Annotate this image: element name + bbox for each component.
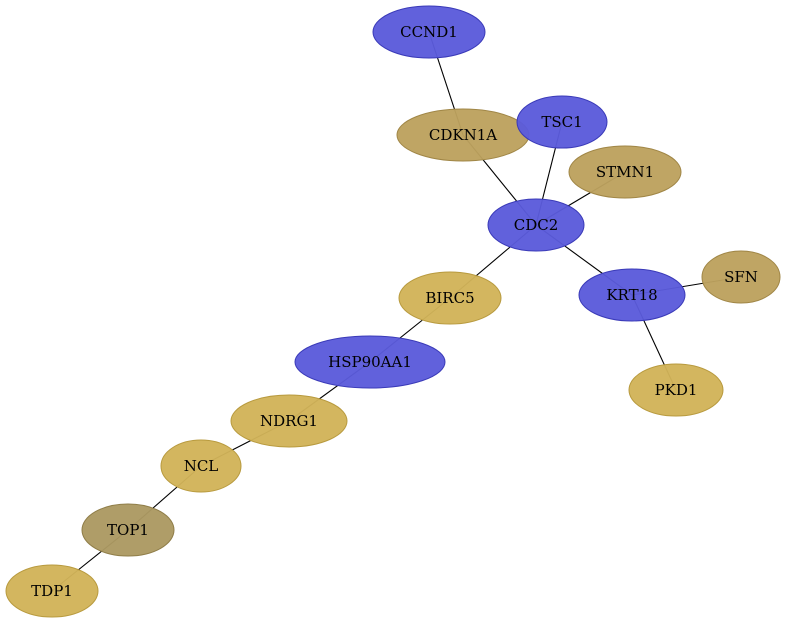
node-label-pkd1: PKD1 (655, 381, 698, 399)
node-shape-ndrg1[interactable] (230, 394, 348, 448)
node-label-birc5: BIRC5 (425, 289, 474, 307)
node-shape-birc5[interactable] (398, 271, 502, 325)
node-label-tsc1: TSC1 (541, 113, 582, 131)
node-shape-ncl[interactable] (160, 439, 242, 493)
node-shape-tsc1[interactable] (516, 95, 608, 149)
node-shape-stmn1[interactable] (568, 145, 682, 199)
node-label-cdc2: CDC2 (514, 216, 559, 234)
node-label-sfn: SFN (724, 268, 758, 286)
node-cdc2[interactable]: CDC2 (487, 198, 585, 252)
node-shape-krt18[interactable] (578, 268, 686, 322)
node-shape-pkd1[interactable] (628, 363, 724, 417)
node-krt18[interactable]: KRT18 (578, 268, 686, 322)
node-hsp90aa1[interactable]: HSP90AA1 (294, 335, 446, 389)
node-top1[interactable]: TOP1 (81, 503, 175, 557)
node-tdp1[interactable]: TDP1 (5, 564, 99, 618)
node-label-tdp1: TDP1 (31, 582, 73, 600)
node-label-hsp90aa1: HSP90AA1 (328, 353, 412, 371)
node-stmn1[interactable]: STMN1 (568, 145, 682, 199)
node-shape-ccnd1[interactable] (372, 5, 486, 59)
node-shape-sfn[interactable] (701, 250, 781, 304)
node-label-top1: TOP1 (107, 521, 149, 539)
node-pkd1[interactable]: PKD1 (628, 363, 724, 417)
node-label-stmn1: STMN1 (596, 163, 654, 181)
node-label-krt18: KRT18 (606, 286, 657, 304)
node-label-ncl: NCL (184, 457, 219, 475)
node-shape-hsp90aa1[interactable] (294, 335, 446, 389)
node-shape-cdc2[interactable] (487, 198, 585, 252)
node-label-ndrg1: NDRG1 (260, 412, 318, 430)
node-shape-tdp1[interactable] (5, 564, 99, 618)
node-label-ccnd1: CCND1 (400, 23, 458, 41)
node-shape-top1[interactable] (81, 503, 175, 557)
node-sfn[interactable]: SFN (701, 250, 781, 304)
node-label-cdkn1a: CDKN1A (429, 126, 497, 144)
node-birc5[interactable]: BIRC5 (398, 271, 502, 325)
node-tsc1[interactable]: TSC1 (516, 95, 608, 149)
node-ccnd1[interactable]: CCND1 (372, 5, 486, 59)
node-ndrg1[interactable]: NDRG1 (230, 394, 348, 448)
node-cdkn1a[interactable]: CDKN1A (396, 108, 530, 162)
node-ncl[interactable]: NCL (160, 439, 242, 493)
